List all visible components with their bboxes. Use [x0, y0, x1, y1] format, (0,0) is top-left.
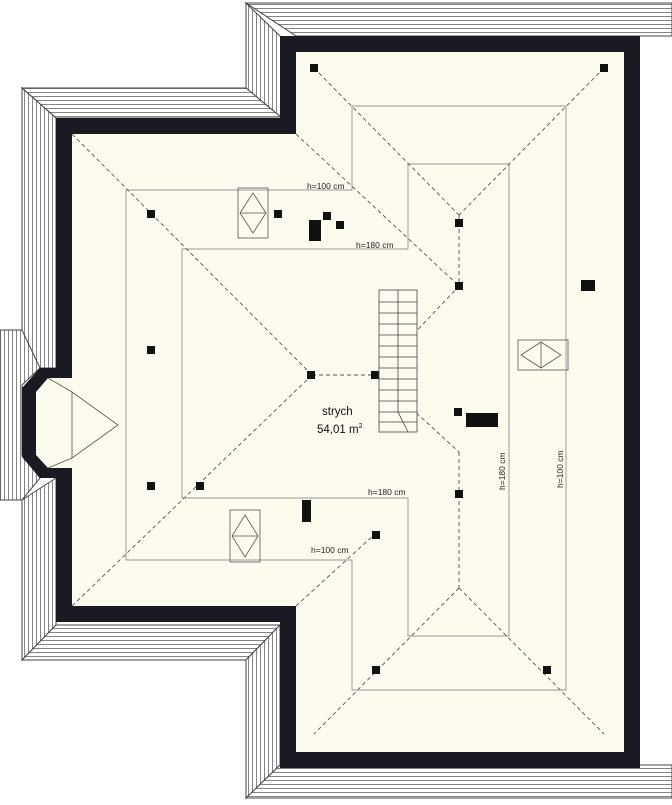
- roof-window-2: [517, 339, 569, 371]
- bay-detail: [47, 377, 119, 469]
- dim-right-h180: h=180 cm: [497, 452, 507, 490]
- eave-top: [244, 2, 672, 37]
- dim-upper-h180: h=180 cm: [356, 240, 394, 250]
- chimney-1: [309, 220, 321, 241]
- chimney-3: [466, 413, 498, 427]
- room-area: 54,01 m2: [317, 423, 363, 436]
- height-contours: [125, 105, 567, 691]
- roof-window-3: [229, 509, 261, 563]
- stairs: [378, 289, 418, 433]
- walls: [22, 36, 640, 768]
- eave-bottom: [244, 764, 672, 799]
- roof-lines: [71, 67, 605, 735]
- room-label: strych 54,01 m2: [317, 406, 363, 436]
- roof-window-1: [237, 187, 269, 239]
- chimney-4: [302, 500, 311, 522]
- room-name: strych: [322, 406, 353, 418]
- dim-right-h100: h=100 cm: [555, 450, 565, 488]
- posts: [147, 64, 608, 674]
- eave-left-top: [20, 87, 284, 119]
- dim-lower-h180: h=180 cm: [368, 487, 406, 497]
- attic-floor-area: [36, 52, 624, 752]
- roof-windows: [229, 187, 569, 563]
- eave-left-bottom: [20, 624, 282, 661]
- contour-h100: [125, 105, 567, 691]
- contour-h180: [181, 163, 510, 637]
- area-superscript: 2: [359, 423, 363, 430]
- chimneys: [302, 220, 595, 522]
- dim-lower-h100: h=100 cm: [311, 545, 349, 555]
- chimney-2: [581, 280, 595, 291]
- dimension-labels: h=100 cm h=180 cm h=180 cm h=100 cm h=18…: [307, 181, 565, 555]
- dim-upper-h100: h=100 cm: [307, 181, 345, 191]
- eave-left-upper: [21, 86, 57, 369]
